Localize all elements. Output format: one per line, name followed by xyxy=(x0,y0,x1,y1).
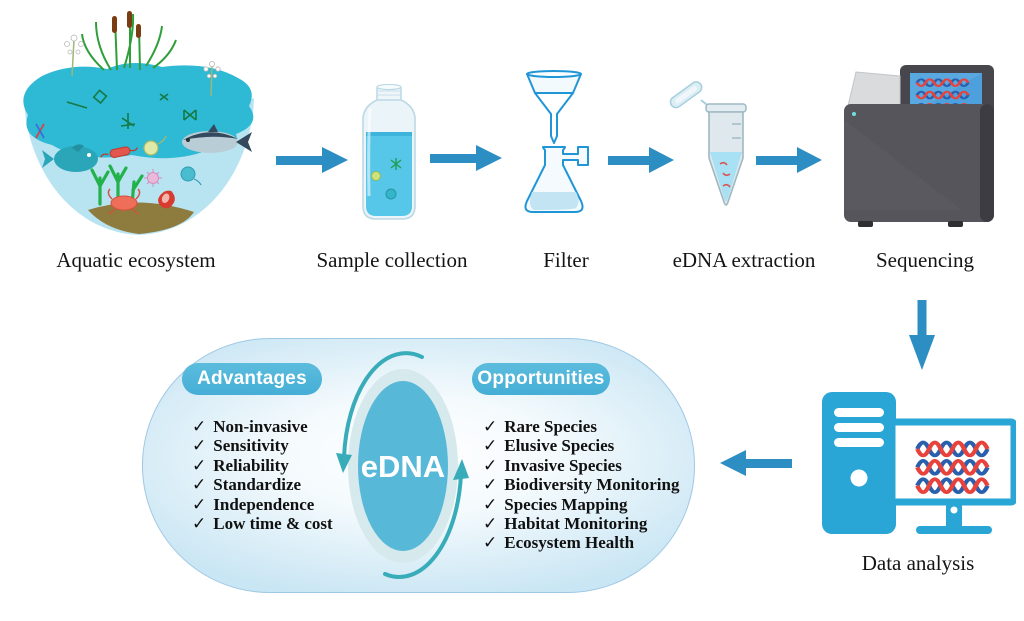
pink-microbe-icon xyxy=(144,169,162,187)
advantages-list: ✓Non-invasive ✓Sensitivity ✓Reliability … xyxy=(192,417,333,533)
list-item: ✓ Rare Species xyxy=(483,417,679,436)
aquatic-ecosystem-icon xyxy=(23,11,254,235)
check-icon: ✓ xyxy=(192,455,207,475)
fish-icon xyxy=(42,144,98,172)
opportunity-text: Elusive Species xyxy=(504,436,615,456)
arrow-right-icon xyxy=(276,147,348,173)
edna-ellipse: eDNA xyxy=(336,351,469,579)
advantage-text: Reliability xyxy=(213,455,289,475)
edna-fragment-icon xyxy=(719,161,731,188)
arrow-right-icon xyxy=(430,145,502,171)
check-icon: ✓ xyxy=(483,475,498,495)
opportunity-text: Biodiversity Monitoring xyxy=(504,475,680,495)
screen-dna-icon xyxy=(917,442,987,492)
dna-squiggle-icon xyxy=(35,123,45,139)
list-item: ✓ Reliability xyxy=(192,456,333,475)
arrow-left-icon xyxy=(720,450,792,476)
check-icon: ✓ xyxy=(483,436,498,456)
step-label-sequencing: Sequencing xyxy=(876,248,974,272)
list-item: ✓ Non-invasive xyxy=(192,417,333,436)
list-item: ✓ Ecosystem Health xyxy=(483,533,679,552)
list-item: ✓ Sensitivity xyxy=(192,436,333,455)
check-icon: ✓ xyxy=(192,436,207,456)
step-label-aquatic-ecosystem: Aquatic ecosystem xyxy=(56,248,216,272)
list-item: ✓ Standardize xyxy=(192,475,333,494)
advantages-pill: Advantages xyxy=(182,363,322,395)
jellyfish-icon xyxy=(180,166,202,186)
opportunity-text: Rare Species xyxy=(504,417,597,436)
advantage-text: Independence xyxy=(213,494,315,514)
step-label-edna-extraction: eDNA extraction xyxy=(672,248,816,272)
advantage-text: Non-invasive xyxy=(213,417,308,436)
cycle-arrow-right-icon xyxy=(383,472,463,579)
check-icon: ✓ xyxy=(192,494,207,514)
step-label-filter: Filter xyxy=(543,248,589,272)
list-item: ✓ Invasive Species xyxy=(483,456,679,475)
advantage-text: Low time & cost xyxy=(213,514,333,534)
list-item: ✓ Independence xyxy=(192,495,333,514)
arrow-right-icon xyxy=(756,147,822,173)
step-label-sample-collection: Sample collection xyxy=(316,248,468,272)
opportunities-title: Opportunities xyxy=(477,368,605,389)
funnel-flask-icon xyxy=(524,70,589,213)
opportunities-list: ✓ Rare Species ✓ Elusive Species ✓ Invasive… xyxy=(483,417,679,553)
list-item: ✓ Elusive Species xyxy=(483,436,679,455)
check-icon: ✓ xyxy=(483,417,498,436)
tuna-icon xyxy=(182,124,252,153)
check-icon: ✓ xyxy=(483,533,498,553)
check-icon: ✓ xyxy=(192,514,207,534)
check-icon: ✓ xyxy=(192,417,207,436)
opportunity-text: Ecosystem Health xyxy=(504,533,635,553)
advantage-text: Standardize xyxy=(213,475,302,495)
list-item: ✓ Low time & cost xyxy=(192,514,333,533)
check-icon: ✓ xyxy=(483,494,498,514)
cattail-plants-icon xyxy=(81,13,177,71)
tube-cap-icon xyxy=(669,81,703,109)
opportunity-text: Habitat Monitoring xyxy=(504,514,648,534)
crab-icon xyxy=(107,188,141,215)
arrow-down-icon xyxy=(909,300,935,370)
list-item: ✓ Species Mapping xyxy=(483,495,679,514)
microcentrifuge-tube-icon xyxy=(669,81,747,206)
check-icon: ✓ xyxy=(483,455,498,475)
edna-center-label: eDNA xyxy=(361,449,445,484)
step-label-data-analysis: Data analysis xyxy=(861,551,975,575)
plankton-icons xyxy=(66,89,197,129)
arrow-right-icon xyxy=(608,147,674,173)
vorticella-icon xyxy=(158,190,175,209)
advantages-title: Advantages xyxy=(197,368,307,389)
list-item: ✓ Biodiversity Monitoring xyxy=(483,475,679,494)
opportunities-pill: Opportunities xyxy=(472,363,610,395)
sample-bottle-icon xyxy=(362,84,416,220)
check-icon: ✓ xyxy=(192,475,207,495)
cycle-arrow-left-icon xyxy=(342,351,424,460)
ciliate-icon xyxy=(143,140,159,156)
bacterium-icon xyxy=(100,146,138,158)
check-icon: ✓ xyxy=(483,514,498,534)
algae-speck-icon xyxy=(390,158,402,170)
list-item: ✓ Habitat Monitoring xyxy=(483,514,679,533)
sequencer-icon xyxy=(844,65,994,227)
opportunity-text: Species Mapping xyxy=(504,494,628,514)
computer-icon xyxy=(822,392,1016,534)
flower-sprig-icon xyxy=(64,34,221,97)
advantage-text: Sensitivity xyxy=(213,436,289,456)
opportunity-text: Invasive Species xyxy=(504,455,622,475)
